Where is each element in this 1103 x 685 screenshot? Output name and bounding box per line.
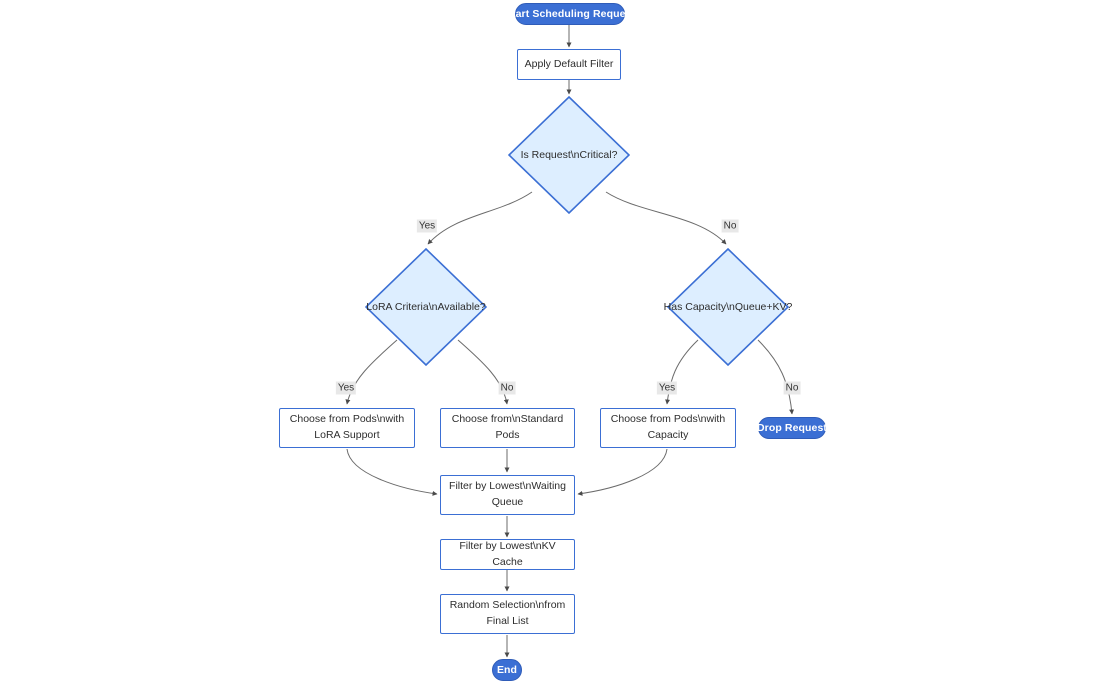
node-filter-waiting-queue[interactable]: Filter by Lowest\nWaiting Queue — [440, 475, 575, 515]
node-random-selection-line1: Random Selection\nfrom — [449, 599, 566, 612]
diamond-shape — [508, 96, 630, 214]
node-choose-capacity-pods-line2: Capacity — [647, 429, 689, 441]
node-choose-standard-pods-line2: Pods — [495, 429, 520, 441]
node-end-label: End — [496, 663, 518, 676]
node-apply-default-filter-label: Apply Default Filter — [524, 57, 614, 70]
edge-label-critical-yes: Yes — [416, 219, 438, 233]
node-random-selection-line2: Final List — [486, 615, 529, 627]
node-drop-request[interactable]: Drop Request — [756, 417, 828, 439]
node-start[interactable]: Start Scheduling Request — [505, 3, 635, 25]
node-filter-kv-cache-label: Filter by Lowest\nKV Cache — [459, 539, 556, 568]
node-end[interactable]: End — [492, 659, 522, 681]
node-is-request-critical-label: Is Request\nCritical? — [520, 148, 618, 161]
node-filter-kv-cache[interactable]: Filter by Lowest\nKV Cache — [440, 539, 575, 570]
diamond-shape — [365, 248, 487, 366]
node-choose-lora-pods[interactable]: Choose from Pods\nwith LoRA Support — [279, 408, 415, 448]
node-start-label: Start Scheduling Request — [504, 7, 636, 20]
node-is-request-critical[interactable]: Is Request\nCritical? — [508, 96, 630, 214]
node-filter-waiting-queue-line2: Queue — [491, 496, 524, 508]
node-lora-criteria-available[interactable]: LoRA Criteria\nAvailable? — [365, 248, 487, 366]
edge-capacity-pods-to-waiting-queue — [577, 448, 668, 496]
node-filter-waiting-queue-line1: Filter by Lowest\nWaiting — [449, 480, 566, 493]
node-choose-standard-pods-line1: Choose from\nStandard — [451, 413, 564, 426]
node-has-capacity[interactable]: Has Capacity\nQueue+KV? — [664, 248, 792, 366]
diamond-shape — [667, 248, 789, 366]
node-choose-capacity-pods-line1: Choose from Pods\nwith — [610, 413, 726, 426]
node-apply-default-filter[interactable]: Apply Default Filter — [517, 49, 621, 80]
edge-label-capacity-no: No — [783, 381, 801, 395]
node-choose-lora-pods-line1: Choose from Pods\nwith — [289, 413, 405, 426]
node-has-capacity-label: Has Capacity\nQueue+KV? — [663, 300, 793, 313]
node-choose-capacity-pods[interactable]: Choose from Pods\nwith Capacity — [600, 408, 736, 448]
edge-label-lora-no: No — [498, 381, 516, 395]
node-random-selection[interactable]: Random Selection\nfrom Final List — [440, 594, 575, 634]
node-drop-request-label: Drop Request — [756, 421, 828, 434]
edge-label-lora-yes: Yes — [335, 381, 357, 395]
node-choose-lora-pods-line2: LoRA Support — [314, 429, 380, 441]
edge-lora-pods-to-waiting-queue — [346, 448, 438, 496]
node-lora-criteria-available-label: LoRA Criteria\nAvailable? — [366, 300, 486, 313]
edge-label-critical-no: No — [721, 219, 739, 233]
node-choose-standard-pods[interactable]: Choose from\nStandard Pods — [440, 408, 575, 448]
edge-label-capacity-yes: Yes — [656, 381, 678, 395]
